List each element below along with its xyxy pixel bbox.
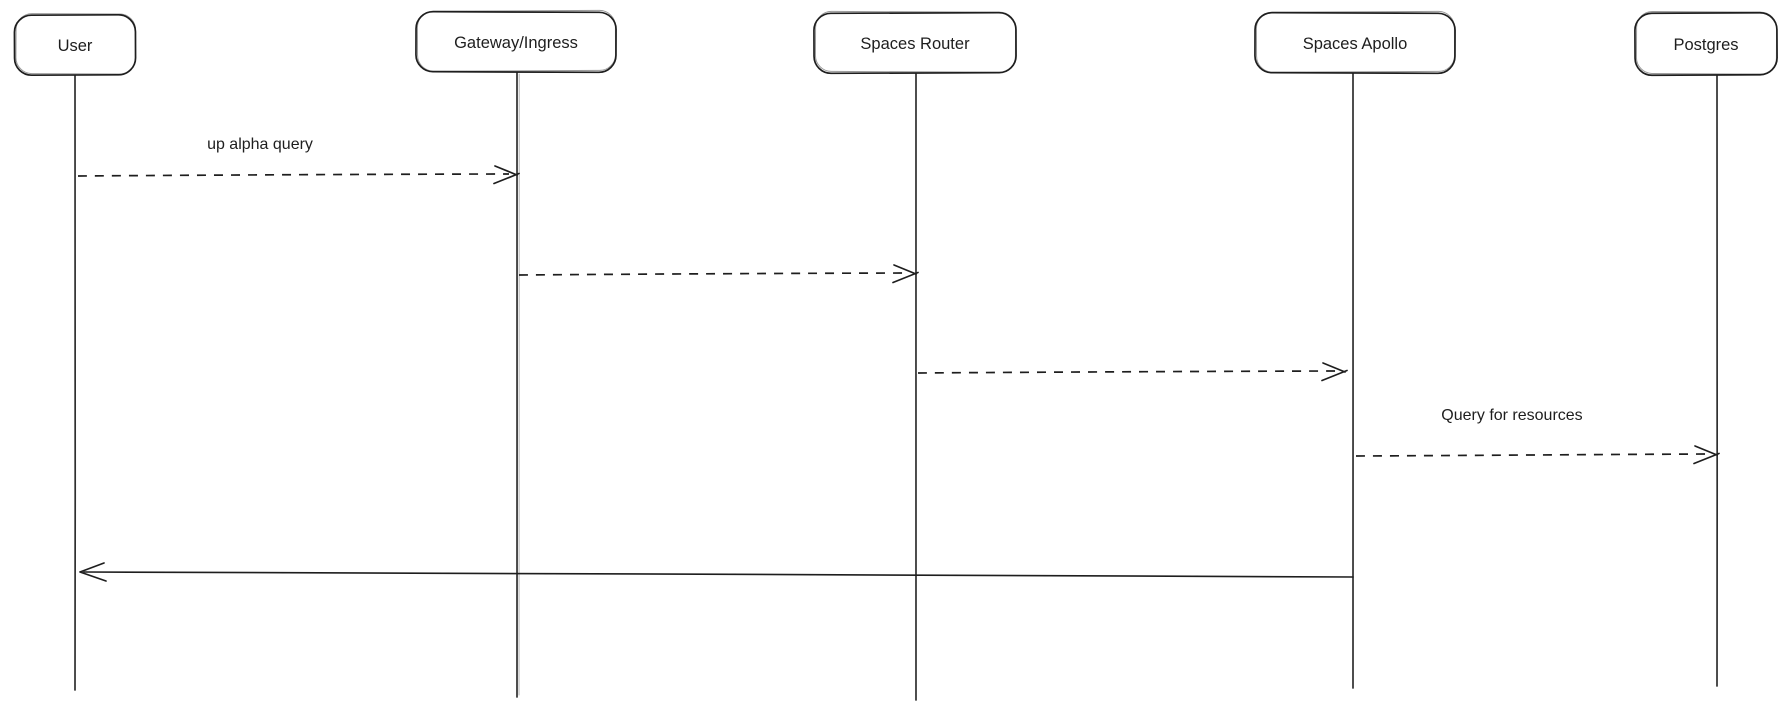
message-query-for-resources-line (1355, 453, 1710, 457)
actor-gateway-ingress: Gateway/Ingress (415, 9, 617, 74)
actor-postgres-box-echo (1635, 11, 1778, 75)
message-up-alpha-query: up alpha query (77, 136, 520, 185)
message-router-to-apollo (917, 362, 1348, 382)
actor-user-label: User (58, 37, 93, 55)
actor-spaces-apollo-box-echo (1255, 10, 1456, 73)
actor-spaces-apollo: Spaces Apollo (1254, 10, 1456, 75)
actor-gateway-ingress-box (415, 10, 617, 74)
actor-postgres-label: Postgres (1673, 36, 1738, 54)
message-return-to-user (79, 562, 1354, 582)
actor-spaces-apollo-box (1254, 11, 1456, 75)
actor-spaces-apollo-label: Spaces Apollo (1303, 35, 1408, 53)
message-gateway-to-router-arrowhead (892, 264, 919, 284)
message-gateway-to-router-line (518, 272, 909, 276)
message-up-alpha-query-arrowhead (493, 165, 520, 185)
message-query-for-resources: Query for resources (1355, 407, 1720, 465)
message-return-to-user-line (83, 571, 1354, 578)
actor-gateway-ingress-label: Gateway/Ingress (454, 34, 578, 52)
actors: User Gateway/Ingress Spaces Router Space… (13, 9, 1778, 77)
actor-spaces-router: Spaces Router (813, 10, 1017, 75)
message-return-to-user-arrowhead (79, 562, 107, 582)
lifelines (73, 71, 1719, 701)
actor-gateway-ingress-box-echo (416, 9, 617, 72)
message-query-for-resources-arrowhead (1693, 445, 1720, 465)
message-query-for-resources-label: Query for resources (1441, 407, 1582, 424)
message-router-to-apollo-line (917, 370, 1338, 374)
actor-postgres-box (1634, 11, 1778, 77)
actor-user: User (13, 13, 137, 77)
message-gateway-to-router (518, 264, 919, 284)
message-up-alpha-query-line (77, 173, 510, 177)
actor-user-box (13, 13, 137, 77)
actor-postgres: Postgres (1634, 11, 1778, 77)
message-router-to-apollo-arrowhead (1321, 362, 1348, 382)
actor-user-box-echo (15, 13, 137, 75)
actor-spaces-router-box (813, 11, 1017, 75)
actor-spaces-router-box-echo (814, 10, 1017, 73)
actor-spaces-router-label: Spaces Router (860, 35, 970, 53)
message-up-alpha-query-label: up alpha query (207, 136, 313, 153)
